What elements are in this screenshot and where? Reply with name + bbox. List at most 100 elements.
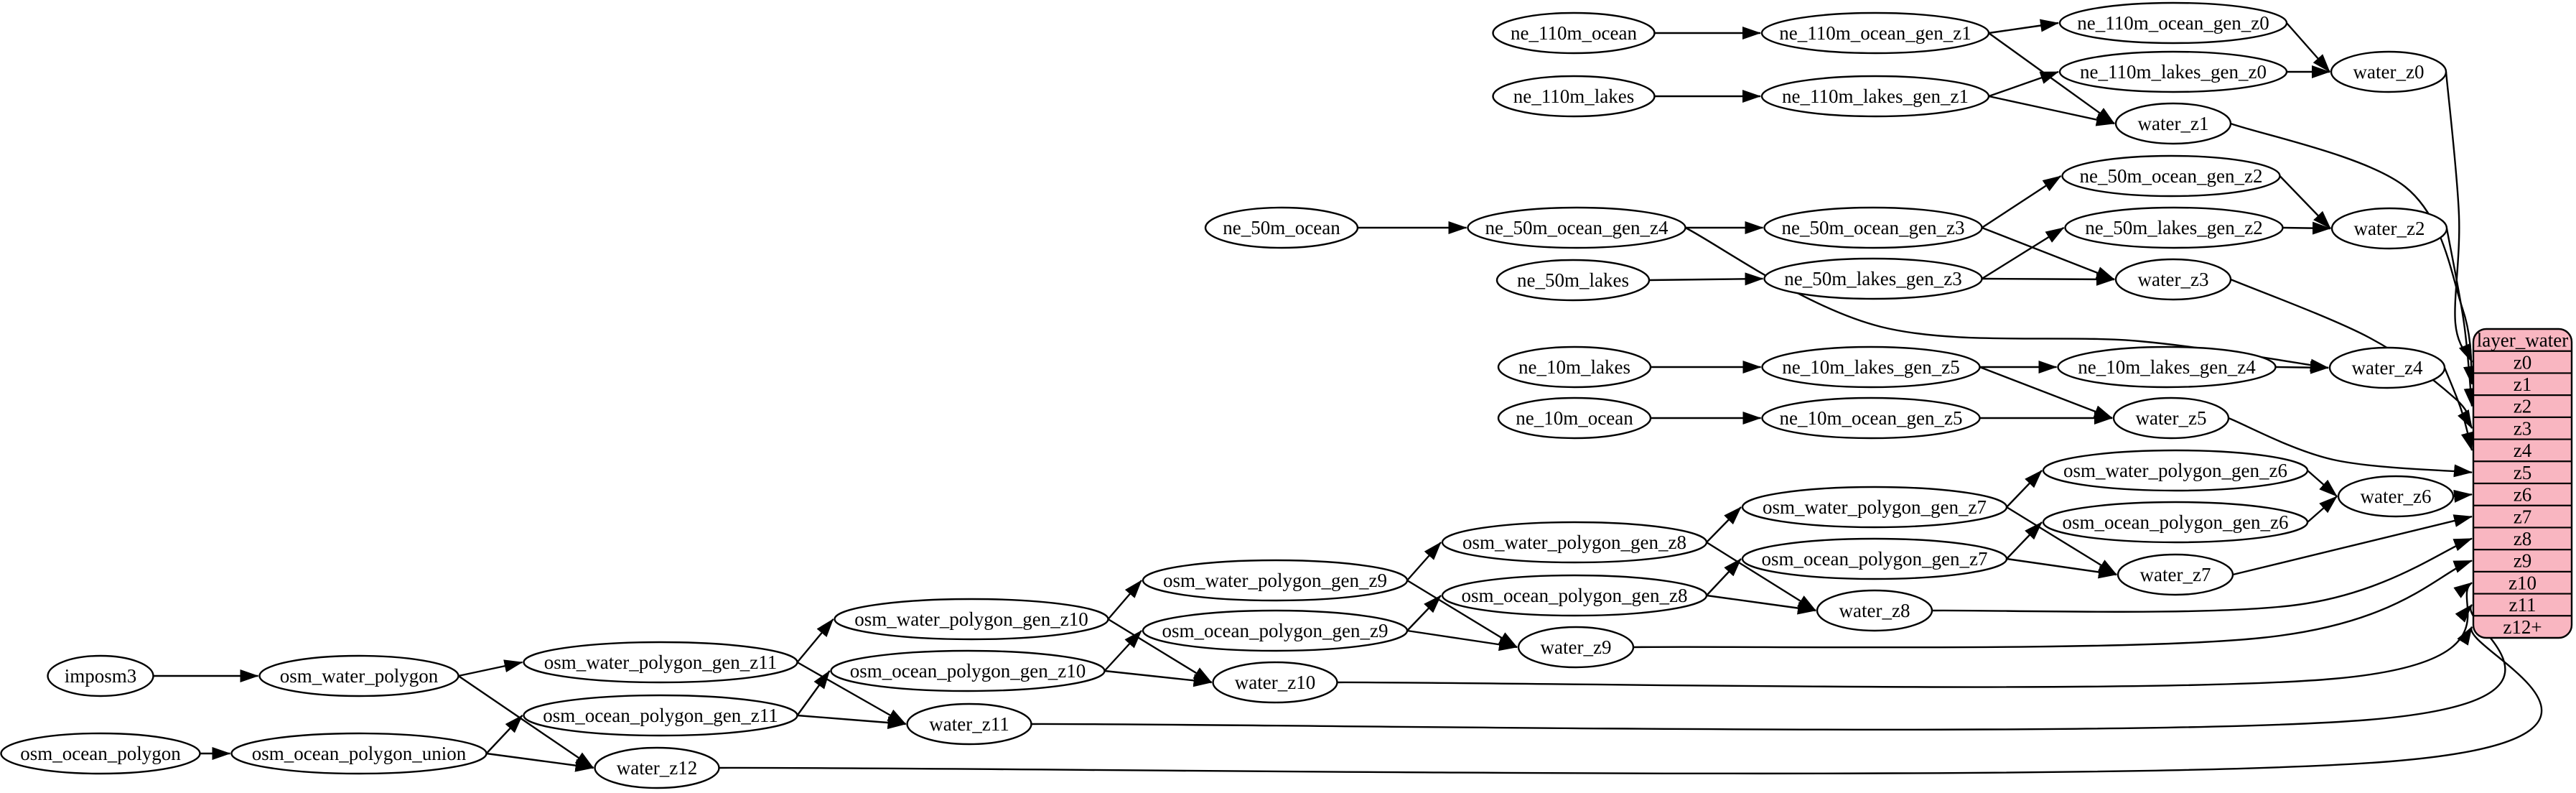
node-shape-osm_water_polygon_gen_z9 (1142, 559, 1409, 602)
node-label-ne_50m_lakes_gen_z2: ne_50m_lakes_gen_z2 (2085, 217, 2262, 238)
table-row-z6: z6 (2514, 484, 2531, 506)
edge-osm_ocean_polygon_union-to-water_z12 (486, 752, 594, 772)
node-shape-ne_50m_ocean_gen_z4 (1467, 206, 1686, 249)
node-water_z3: water_z3 (2114, 258, 2232, 301)
node-ne_10m_lakes_gen_z5: ne_10m_lakes_gen_z5 (1761, 346, 1981, 389)
node-shape-osm_water_polygon_gen_z6 (2042, 449, 2309, 492)
node-label-osm_water_polygon: osm_water_polygon (280, 665, 439, 687)
node-water_z12: water_z12 (594, 746, 720, 789)
node-shape-water_z5 (2112, 396, 2230, 440)
edge-water_z1-to-layer_water-z1 (2230, 122, 2476, 385)
node-label-water_z0: water_z0 (2353, 61, 2425, 83)
node-label-ne_110m_ocean_gen_z0: ne_110m_ocean_gen_z0 (2077, 12, 2269, 34)
edge-osm_ocean_polygon_gen_z7-to-water_z7 (2006, 557, 2117, 579)
node-osm_ocean_polygon_union: osm_ocean_polygon_union (230, 732, 487, 775)
node-osm_ocean_polygon_gen_z8: osm_ocean_polygon_gen_z8 (1441, 574, 1708, 617)
node-water_z0: water_z0 (2330, 50, 2447, 93)
node-shape-osm_ocean_polygon_union (230, 732, 487, 775)
node-label-water_z10: water_z10 (1235, 672, 1315, 693)
edge-ne_110m_lakes_gen_z1-to-water_z1 (1988, 95, 2115, 126)
table-row-z1: z1 (2514, 374, 2531, 395)
node-shape-osm_ocean_polygon_gen_z7 (1741, 537, 2008, 580)
node-label-water_z6: water_z6 (2361, 486, 2432, 507)
node-shape-ne_110m_lakes_gen_z1 (1760, 75, 1990, 118)
node-osm_water_polygon_gen_z10: osm_water_polygon_gen_z10 (834, 598, 1109, 641)
node-label-ne_10m_ocean_gen_z5: ne_10m_ocean_gen_z5 (1780, 407, 1963, 429)
edge-ne_50m_ocean_gen_z3-to-ne_50m_ocean_gen_z2 (1981, 175, 2062, 229)
node-water_z2: water_z2 (2330, 207, 2448, 250)
node-water_z6: water_z6 (2337, 475, 2455, 518)
node-shape-osm_water_polygon (258, 654, 459, 697)
node-label-ne_110m_ocean_gen_z1: ne_110m_ocean_gen_z1 (1779, 22, 1971, 44)
edge-osm_water_polygon_gen_z11-to-osm_water_polygon_gen_z10 (796, 618, 834, 663)
node-shape-osm_ocean_polygon_gen_z9 (1142, 609, 1409, 652)
node-ne_10m_lakes_gen_z4: ne_10m_lakes_gen_z4 (2057, 346, 2277, 389)
edge-ne_50m_ocean_gen_z2-to-water_z2 (2279, 175, 2331, 229)
node-shape-ne_10m_ocean_gen_z5 (1761, 396, 1981, 440)
edge-osm_water_polygon-to-osm_water_polygon_gen_z11 (458, 659, 523, 677)
edge-osm_ocean_polygon_gen_z11-to-osm_ocean_polygon_gen_z10 (796, 670, 831, 716)
node-shape-osm_ocean_polygon_gen_z10 (830, 649, 1106, 692)
node-label-osm_ocean_polygon: osm_ocean_polygon (20, 743, 181, 764)
edge-osm_ocean_polygon_gen_z7-to-osm_ocean_polygon_gen_z6 (2006, 521, 2043, 560)
node-label-ne_110m_ocean: ne_110m_ocean (1511, 22, 1637, 44)
node-shape-osm_water_polygon_gen_z7 (1741, 486, 2008, 529)
node-label-ne_50m_lakes: ne_50m_lakes (1517, 269, 1629, 291)
node-ne_10m_lakes: ne_10m_lakes (1497, 346, 1652, 389)
node-label-water_z8: water_z8 (1839, 600, 1910, 621)
node-osm_ocean_polygon_gen_z6: osm_ocean_polygon_gen_z6 (2042, 501, 2309, 544)
table-row-z10: z10 (2509, 572, 2537, 593)
node-label-ne_10m_lakes: ne_10m_lakes (1518, 356, 1630, 378)
node-shape-water_z2 (2330, 207, 2448, 250)
edge-ne_110m_ocean_gen_z0-to-water_z0 (2286, 22, 2330, 73)
node-label-osm_ocean_polygon_gen_z11: osm_ocean_polygon_gen_z11 (543, 705, 778, 726)
node-shape-osm_ocean_polygon_gen_z8 (1441, 574, 1708, 617)
edge-ne_50m_ocean_gen_z4-to-water_z4 (1684, 226, 2329, 372)
node-shape-water_z1 (2114, 102, 2232, 145)
edge-water_z11-to-layer_water-z11 (1031, 604, 2506, 731)
node-label-osm_ocean_polygon_gen_z6: osm_ocean_polygon_gen_z6 (2063, 511, 2289, 533)
node-label-ne_10m_ocean: ne_10m_ocean (1516, 407, 1633, 429)
node-shape-osm_ocean_polygon (0, 732, 201, 775)
node-shape-ne_110m_ocean (1492, 11, 1656, 55)
node-label-osm_ocean_polygon_gen_z9: osm_ocean_polygon_gen_z9 (1162, 620, 1389, 641)
node-ne_50m_ocean: ne_50m_ocean (1204, 206, 1359, 249)
edge-water_z9-to-layer_water-z9 (1633, 560, 2473, 649)
node-label-ne_50m_ocean_gen_z4: ne_50m_ocean_gen_z4 (1485, 217, 1669, 238)
node-shape-water_z6 (2337, 475, 2455, 518)
node-shape-ne_50m_lakes_gen_z3 (1763, 257, 1983, 300)
node-imposm3: imposm3 (47, 654, 154, 697)
node-shape-ne_110m_lakes_gen_z0 (2058, 50, 2288, 93)
table-row-z0: z0 (2514, 351, 2531, 373)
node-water_z10: water_z10 (1212, 661, 1338, 704)
node-label-water_z2: water_z2 (2354, 218, 2425, 239)
node-osm_ocean_polygon_gen_z11: osm_ocean_polygon_gen_z11 (523, 694, 798, 737)
edge-osm_ocean_polygon_gen_z10-to-water_z10 (1104, 669, 1213, 687)
node-ne_10m_ocean_gen_z5: ne_10m_ocean_gen_z5 (1761, 396, 1981, 440)
edge-ne_50m_lakes_gen_z3-to-ne_50m_lakes_gen_z2 (1981, 226, 2065, 280)
node-shape-ne_110m_lakes (1492, 75, 1656, 118)
node-shape-water_z8 (1816, 589, 1933, 632)
node-shape-ne_110m_ocean_gen_z0 (2058, 1, 2288, 45)
edge-osm_ocean_polygon_union-to-osm_ocean_polygon_gen_z11 (485, 715, 523, 754)
node-label-osm_water_polygon_gen_z10: osm_water_polygon_gen_z10 (854, 608, 1088, 630)
node-label-water_z9: water_z9 (1541, 636, 1612, 658)
edge-osm_water_polygon_gen_z9-to-osm_water_polygon_gen_z8 (1406, 542, 1442, 581)
node-shape-ne_10m_ocean (1497, 396, 1652, 440)
node-shape-water_z10 (1212, 661, 1338, 704)
edge-water_z10-to-layer_water-z10 (1337, 582, 2473, 688)
node-ne_50m_lakes_gen_z3: ne_50m_lakes_gen_z3 (1763, 257, 1983, 300)
node-shape-ne_50m_ocean_gen_z2 (2061, 154, 2281, 198)
node-label-osm_water_polygon_gen_z11: osm_water_polygon_gen_z11 (544, 651, 777, 673)
table-title: layer_water (2477, 330, 2568, 351)
node-ne_50m_lakes: ne_50m_lakes (1495, 259, 1651, 302)
edge-ne_50m_lakes-to-ne_50m_lakes_gen_z3 (1648, 272, 1764, 286)
table-layer_water: layer_waterz0z1z2z3z4z5z6z7z8z9z10z11z12… (2472, 328, 2573, 639)
node-label-osm_water_polygon_gen_z7: osm_water_polygon_gen_z7 (1763, 496, 1987, 518)
edge-osm_ocean_polygon_gen_z6-to-water_z6 (2307, 496, 2338, 523)
node-label-ne_110m_lakes_gen_z0: ne_110m_lakes_gen_z0 (2080, 61, 2267, 83)
edge-osm_ocean_polygon_gen_z11-to-water_z11 (797, 714, 907, 729)
node-label-imposm3: imposm3 (65, 665, 137, 687)
